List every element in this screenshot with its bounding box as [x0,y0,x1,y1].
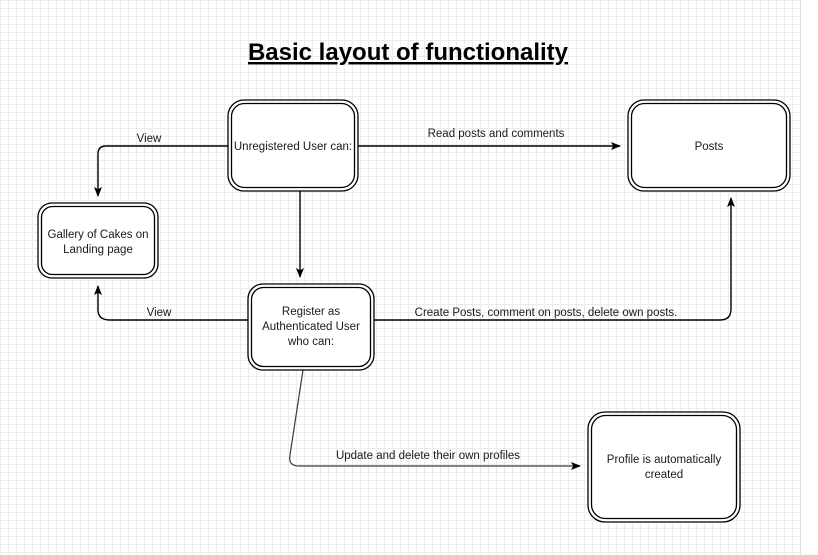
edge-register-to-gallery: View [94,285,248,321]
node-label-gallery-line1: Gallery of Cakes on [48,229,149,241]
page-title: Basic layout of functionality [248,39,569,66]
grid-background [0,0,800,555]
node-label-profile-line1: Profile is automatically [607,454,722,466]
node-gallery[interactable]: Gallery of Cakes on Landing page [37,202,159,279]
node-posts[interactable]: Posts [627,99,791,192]
node-label-gallery-line2: Landing page [63,244,133,256]
node-label-unregistered-user: Unregistered User can: [234,141,352,153]
node-unregistered-user[interactable]: Unregistered User can: [227,99,359,192]
edge-register-to-posts: Create Posts, comment on posts, delete o… [374,197,735,321]
node-label-posts: Posts [695,141,724,153]
node-label-register-line3: who can: [287,336,334,348]
edge-register-to-profile: Update and delete their own profiles [289,369,581,470]
edge-label-read-posts: Read posts and comments [428,128,565,140]
page-edge-divider [800,0,801,555]
edge-label-view-top: View [137,133,162,145]
node-register[interactable]: Register as Authenticated User who can: [247,283,375,371]
edge-unregistered-to-posts: Read posts and comments [358,128,621,150]
edge-unregistered-to-gallery: View [94,133,228,197]
edge-label-create-posts: Create Posts, comment on posts, delete o… [415,307,678,319]
node-label-register-line1: Register as [282,306,340,318]
node-label-profile-line2: created [645,469,683,481]
node-label-register-line2: Authenticated User [262,321,360,333]
edge-label-update-profiles: Update and delete their own profiles [336,450,520,462]
edge-label-view-bottom: View [147,307,172,319]
node-profile[interactable]: Profile is automatically created [587,411,741,523]
